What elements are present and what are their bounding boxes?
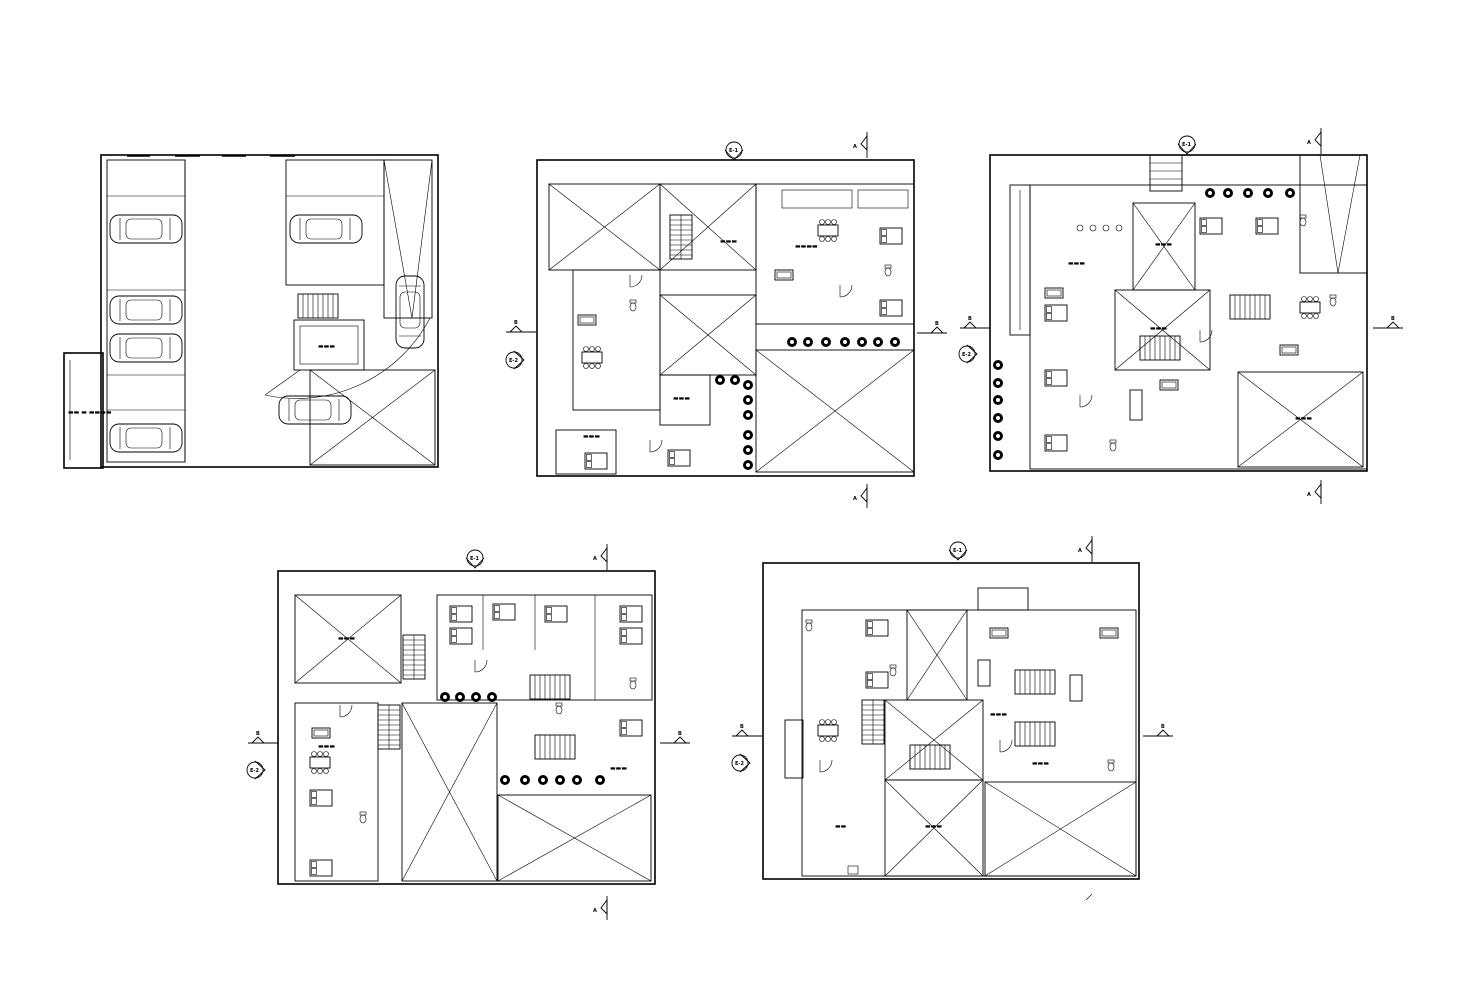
svg-text:E-1: E-1 xyxy=(729,148,738,154)
svg-text:A: A xyxy=(593,556,597,562)
svg-text:B: B xyxy=(935,321,939,327)
car-icon xyxy=(109,333,183,363)
svg-text:B: B xyxy=(740,724,744,730)
plan-parking: ▬▬▬ ▬▬ ▬ ▬▬▬▬ xyxy=(63,154,439,469)
svg-text:A: A xyxy=(1307,492,1311,498)
svg-text:A: A xyxy=(593,908,597,914)
svg-text:B: B xyxy=(1161,724,1165,730)
svg-text:▬▬▬: ▬▬▬ xyxy=(1295,415,1312,422)
car-icon xyxy=(289,214,363,244)
stair-icon xyxy=(297,293,339,319)
svg-text:E-1: E-1 xyxy=(953,548,962,554)
svg-text:▬▬▬: ▬▬▬ xyxy=(610,765,627,772)
svg-text:▬▬▬: ▬▬▬ xyxy=(583,433,600,440)
car-icon xyxy=(395,275,425,349)
svg-text:▬▬▬: ▬▬▬ xyxy=(1155,241,1172,248)
svg-text:▬▬ ▬ ▬▬▬▬: ▬▬ ▬ ▬▬▬▬ xyxy=(68,409,112,416)
car-icon xyxy=(278,395,352,425)
plan-third-floor: ▬▬▬ ▬▬▬ ▬▬▬ xyxy=(277,570,656,885)
svg-text:▬▬▬: ▬▬▬ xyxy=(318,343,335,350)
svg-text:A: A xyxy=(853,144,857,150)
svg-text:▬▬▬: ▬▬▬ xyxy=(925,823,942,830)
svg-text:▬▬▬: ▬▬▬ xyxy=(1032,760,1049,767)
svg-text:B: B xyxy=(256,731,260,737)
svg-text:▬▬▬▬: ▬▬▬▬ xyxy=(795,243,818,250)
car-icon xyxy=(109,295,183,325)
svg-text:▬▬▬: ▬▬▬ xyxy=(1150,325,1167,332)
plan-first-floor: ▬▬▬ ▬▬▬▬ ▬▬▬ ▬▬▬ xyxy=(536,159,915,477)
svg-text:▬▬▬: ▬▬▬ xyxy=(318,743,335,750)
svg-text:B: B xyxy=(678,731,682,737)
svg-text:▬▬▬: ▬▬▬ xyxy=(1068,260,1085,267)
svg-text:▬▬▬: ▬▬▬ xyxy=(338,635,355,642)
car-icon xyxy=(109,214,183,244)
svg-text:E-1: E-1 xyxy=(470,556,479,562)
elevation-marker: E-1 E-1 E-1 E-1 E-2 E-2 E-2 E-2 xyxy=(246,135,1197,780)
level-marker: B B B B B B B B xyxy=(248,316,1403,744)
svg-text:E-2: E-2 xyxy=(509,358,518,364)
svg-text:▬▬: ▬▬ xyxy=(835,823,847,830)
svg-text:▬▬▬: ▬▬▬ xyxy=(673,395,690,402)
svg-text:▬▬▬: ▬▬▬ xyxy=(990,711,1007,718)
tree-icon xyxy=(440,692,605,785)
svg-text:B: B xyxy=(968,316,972,322)
svg-text:B: B xyxy=(514,320,518,326)
plan-fourth-floor: ▬▬ ▬▬▬ ▬▬▬ ▬▬▬ xyxy=(762,562,1140,901)
svg-text:E-1: E-1 xyxy=(1182,142,1191,148)
svg-text:E-2: E-2 xyxy=(962,352,971,358)
car-icon xyxy=(109,423,183,453)
svg-text:A: A xyxy=(1078,548,1082,554)
svg-text:E-2: E-2 xyxy=(250,768,259,774)
svg-text:A: A xyxy=(1307,140,1311,146)
svg-text:▬▬▬: ▬▬▬ xyxy=(720,238,737,245)
tree-icon xyxy=(715,337,900,470)
svg-text:B: B xyxy=(1391,316,1395,322)
section-marker: A A A A A A A xyxy=(593,128,1322,920)
svg-text:A: A xyxy=(853,496,857,502)
plan-second-floor: ▬▬▬ ▬▬▬ ▬▬▬ ▬▬▬ xyxy=(989,154,1368,472)
svg-text:E-2: E-2 xyxy=(735,761,744,767)
tree-icon xyxy=(993,188,1295,460)
